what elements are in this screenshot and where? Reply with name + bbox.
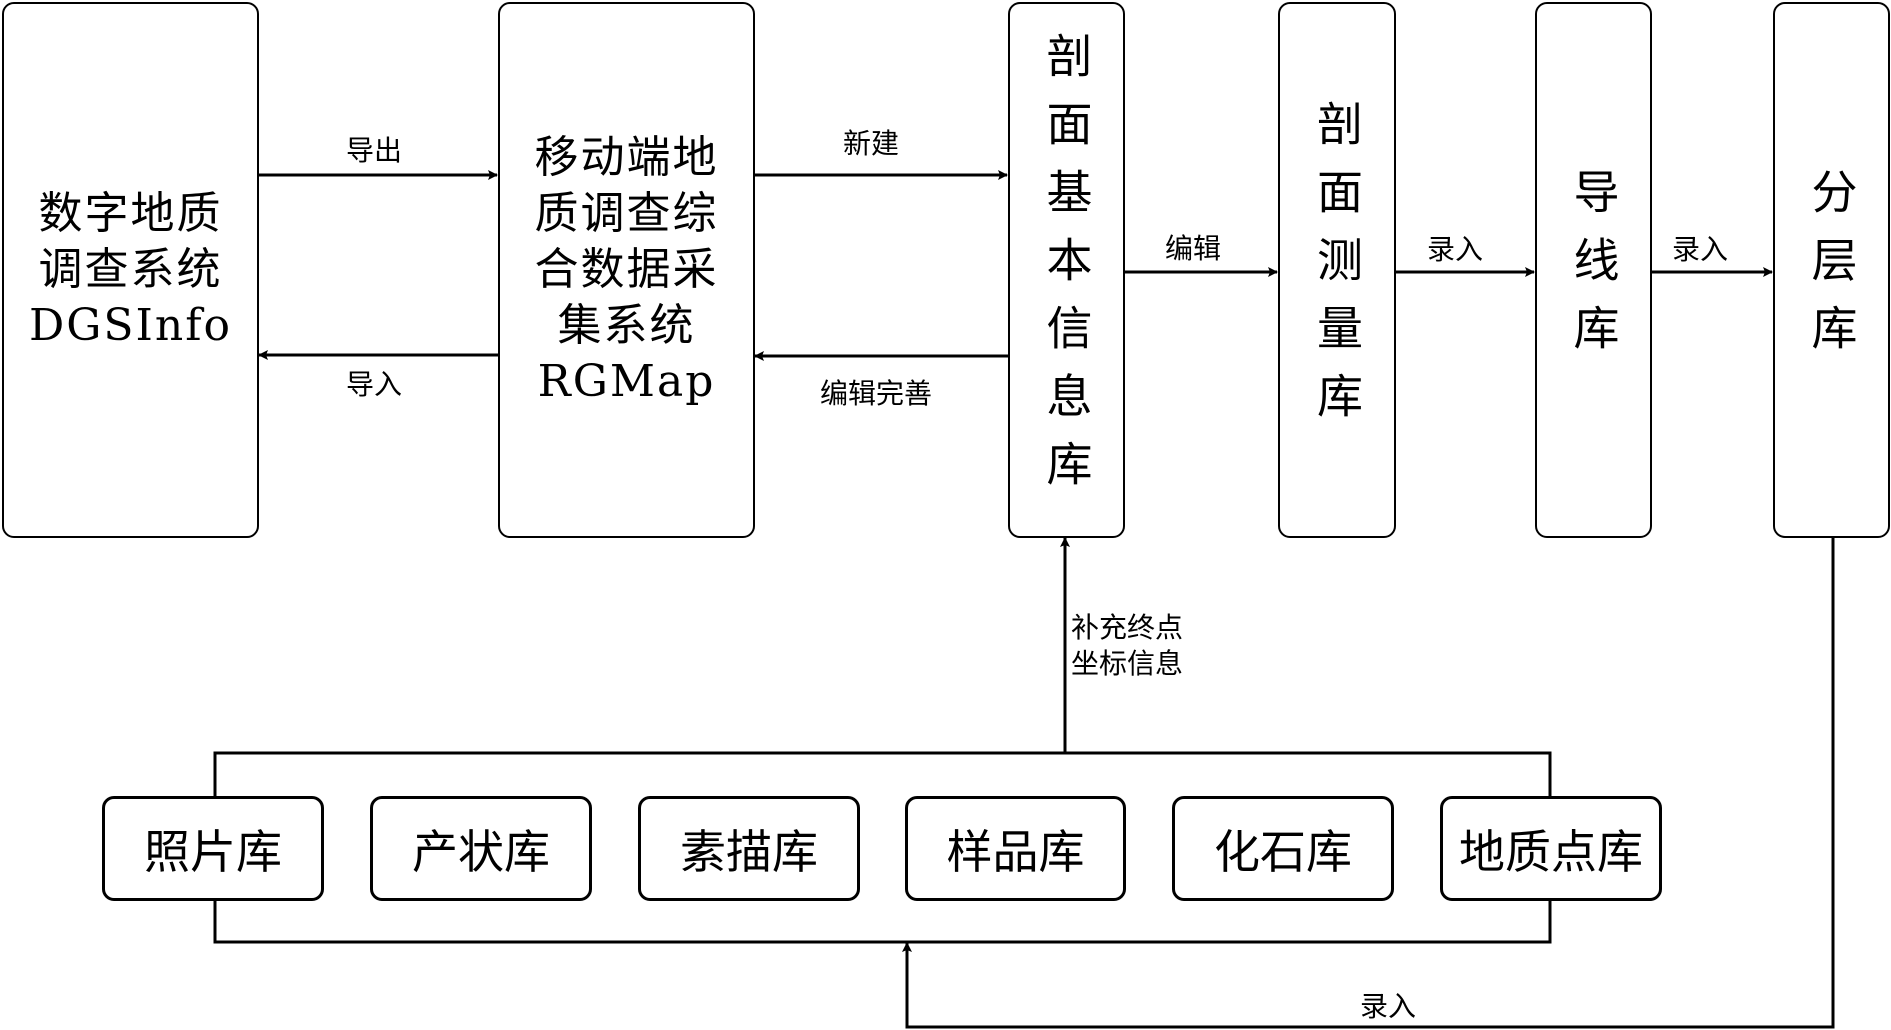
node-rgmap-line: 集系统 [557,300,696,351]
node-rgmap: 移动端地 质调查综 合数据采 集系统 RGMap [498,2,755,538]
edge-label-input-2: 录入 [1672,233,1729,266]
edge-label-new: 新建 [843,127,900,160]
node-section-basic-label: 剖面基本信息库 [1039,32,1094,508]
edge-label-input-3: 录入 [1360,990,1417,1023]
node-traverse: 导线库 [1535,2,1652,538]
node-section-measure: 剖面测量库 [1278,2,1396,538]
node-dgsinfo-line: 数字地质 [38,188,223,239]
node-traverse-label: 导线库 [1566,168,1621,372]
node-photo-label: 照片库 [144,824,282,879]
bottom-group-bracket [213,751,1552,944]
node-attitude-label: 产状库 [412,824,550,879]
node-geopoint-label: 地质点库 [1459,824,1643,879]
node-dgsinfo: 数字地质 调查系统 DGSInfo [2,2,259,538]
node-rgmap-line: RGMap [537,356,716,407]
node-fossil: 化石库 [1172,796,1394,901]
edge-label-import: 导入 [346,368,403,401]
node-geopoint: 地质点库 [1440,796,1662,901]
node-dgsinfo-line: DGSInfo [28,300,233,351]
node-sample-label: 样品库 [946,824,1085,879]
node-section-measure-label: 剖面测量库 [1310,100,1364,440]
node-rgmap-line: 移动端地 [534,132,719,183]
node-section-basic: 剖面基本信息库 [1008,2,1125,538]
node-layer: 分层库 [1773,2,1890,538]
edge-label-edit-complete: 编辑完善 [820,377,933,410]
node-dgsinfo-line: 调查系统 [38,244,223,295]
node-attitude: 产状库 [370,796,592,901]
node-rgmap-line: 质调查综 [534,188,719,239]
node-sample: 样品库 [905,796,1126,901]
edge-label-supplement: 补充终点 坐标信息 [1071,611,1184,680]
node-layer-label: 分层库 [1804,168,1859,372]
edge-label-export: 导出 [346,134,403,167]
edge-label-input-1: 录入 [1427,233,1484,266]
node-rgmap-line: 合数据采 [534,244,719,295]
edge-label-edit: 编辑 [1165,232,1222,265]
node-photo: 照片库 [102,796,324,901]
node-sketch-label: 素描库 [680,824,818,879]
edge-input-3 [902,537,1835,1029]
node-fossil-label: 化石库 [1214,824,1352,879]
node-sketch: 素描库 [638,796,860,901]
